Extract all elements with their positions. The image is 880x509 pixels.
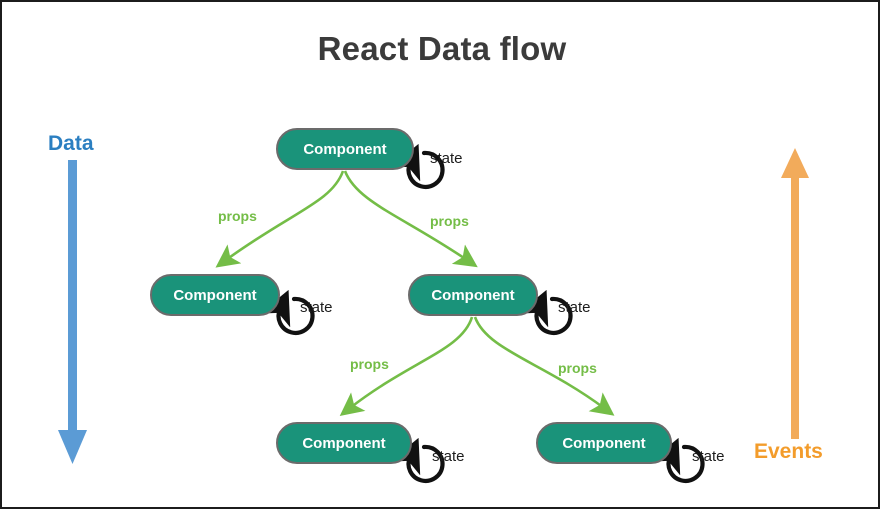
- component-node-root[interactable]: Component: [276, 128, 414, 170]
- component-node-label: Component: [173, 286, 257, 304]
- state-loop-icon-left: [259, 289, 315, 336]
- component-node-label: Component: [431, 286, 515, 304]
- props-edge-right-leafb: [473, 316, 615, 416]
- component-node-left[interactable]: Component: [150, 274, 280, 316]
- data-flow-label: Data: [48, 132, 94, 155]
- data-flow-arrow: [58, 160, 87, 464]
- props-edge-root-right: [343, 170, 478, 268]
- component-node-leaf-a[interactable]: Component: [276, 422, 412, 464]
- props-edge-right-leafa: [339, 316, 474, 416]
- state-loop-icon-leafb: [649, 437, 705, 484]
- props-label-root-left: props: [218, 208, 257, 224]
- state-loop-icon-root: [389, 143, 445, 190]
- props-label-right-leaf-b: props: [558, 360, 597, 376]
- component-node-right[interactable]: Component: [408, 274, 538, 316]
- state-label-right: state: [558, 299, 591, 316]
- component-node-leaf-b[interactable]: Component: [536, 422, 672, 464]
- state-label-leaf-b: state: [692, 448, 725, 465]
- state-loop-icon-right: [517, 289, 573, 336]
- component-node-label: Component: [303, 140, 387, 158]
- state-label-left: state: [300, 299, 333, 316]
- props-label-root-right: props: [430, 213, 469, 229]
- component-node-label: Component: [562, 434, 646, 452]
- page-title: React Data flow: [317, 30, 567, 67]
- component-node-label: Component: [302, 434, 386, 452]
- state-label-leaf-a: state: [432, 448, 465, 465]
- state-label-root: state: [430, 150, 463, 167]
- events-flow-arrow: [781, 148, 809, 439]
- state-loop-icon-leafa: [389, 437, 445, 484]
- events-flow-label: Events: [754, 440, 823, 463]
- props-edge-root-left: [215, 170, 345, 268]
- props-label-right-leaf-a: props: [350, 356, 389, 372]
